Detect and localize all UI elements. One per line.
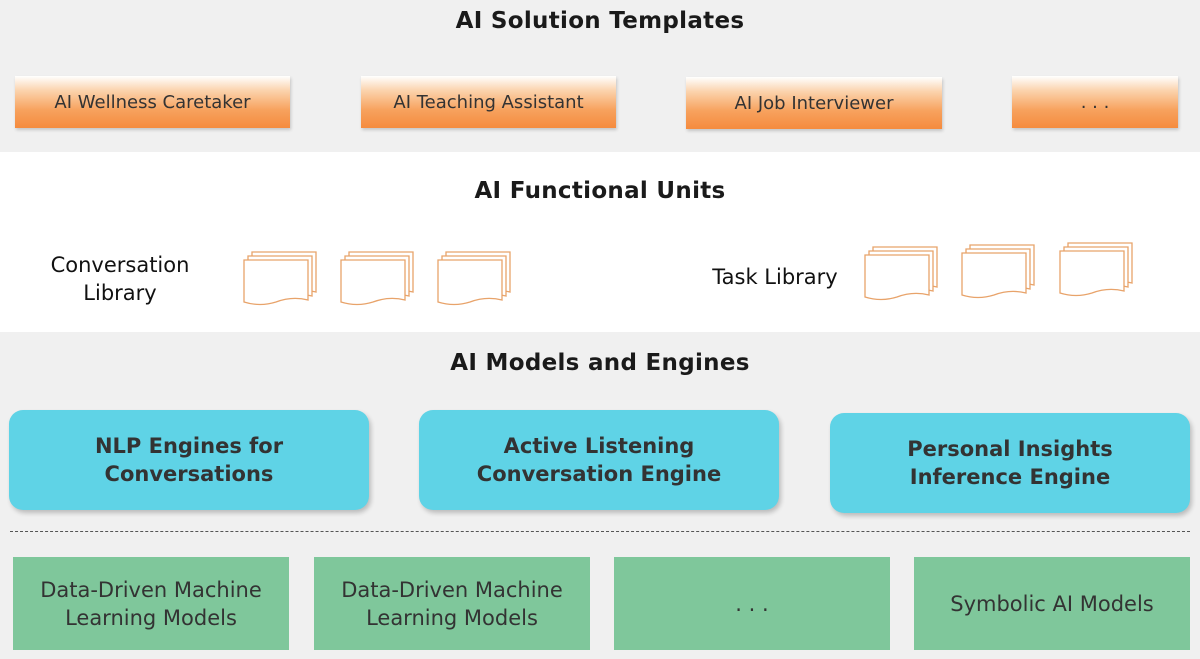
ml-model-data-driven-1[interactable]: Data-Driven Machine Learning Models: [13, 557, 289, 650]
engine-line1: Personal Insights: [907, 437, 1113, 461]
engine-line2: Conversations: [104, 462, 274, 486]
ml-model-line1: Data-Driven Machine: [40, 577, 262, 602]
document-stack-icon[interactable]: [337, 250, 415, 310]
dashed-divider: [10, 531, 1190, 532]
conversation-library-line1: Conversation: [50, 253, 190, 277]
conversation-library-label: Conversation Library: [40, 251, 200, 307]
engine-line2: Inference Engine: [909, 465, 1111, 489]
ml-model-symbolic[interactable]: Symbolic AI Models: [914, 557, 1190, 650]
ml-model-line2: Learning Models: [366, 605, 538, 630]
solution-templates-title: AI Solution Templates: [455, 8, 745, 34]
engine-line1: NLP Engines for: [94, 434, 284, 458]
functional-units-band: [0, 152, 1200, 332]
document-stack-icon[interactable]: [958, 243, 1036, 303]
ml-model-more[interactable]: . . .: [614, 557, 890, 650]
engine-line2: Conversation Engine: [476, 462, 722, 486]
ml-model-line1: Symbolic AI Models: [950, 591, 1154, 616]
ml-model-data-driven-2[interactable]: Data-Driven Machine Learning Models: [314, 557, 590, 650]
document-stack-icon[interactable]: [861, 245, 939, 305]
conversation-library-line2: Library: [83, 281, 157, 305]
template-wellness-caretaker[interactable]: AI Wellness Caretaker: [15, 76, 290, 128]
ml-model-line2: Learning Models: [65, 605, 237, 630]
document-stack-icon[interactable]: [1056, 241, 1134, 301]
engine-nlp-conversations[interactable]: NLP Engines for Conversations: [9, 410, 369, 510]
models-engines-title: AI Models and Engines: [450, 350, 750, 376]
engine-personal-insights[interactable]: Personal Insights Inference Engine: [830, 413, 1190, 513]
functional-units-title: AI Functional Units: [474, 178, 726, 204]
task-library-label: Task Library: [712, 265, 838, 289]
document-stack-icon[interactable]: [434, 250, 512, 310]
document-stack-icon[interactable]: [240, 250, 318, 310]
engine-active-listening[interactable]: Active Listening Conversation Engine: [419, 410, 779, 510]
ml-model-line1: Data-Driven Machine: [341, 577, 563, 602]
ml-model-line1: . . .: [735, 591, 769, 616]
template-more[interactable]: . . .: [1012, 76, 1178, 128]
template-job-interviewer[interactable]: AI Job Interviewer: [686, 77, 942, 129]
template-teaching-assistant[interactable]: AI Teaching Assistant: [361, 76, 616, 128]
engine-line1: Active Listening: [503, 434, 695, 458]
